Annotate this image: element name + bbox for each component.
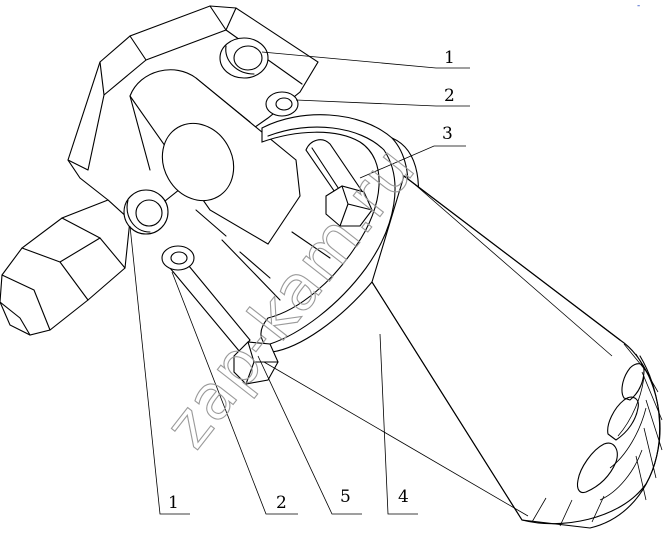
leader-lines: [129, 51, 613, 517]
callout-upper-3: 3: [442, 124, 453, 144]
filter-canister: [371, 175, 663, 529]
upper-washer-1: [219, 37, 269, 79]
upper-washer-2: [265, 91, 299, 117]
lower-washer-2: [161, 245, 195, 271]
filter-head-ring: [260, 114, 419, 353]
lower-washer-1: [123, 189, 169, 235]
upper-bolt: [305, 139, 373, 227]
callout-lower-5: 5: [340, 487, 351, 507]
callout-upper-1: 1: [444, 48, 455, 68]
callout-lower-4: 4: [398, 487, 409, 507]
callout-lower-2: 2: [276, 493, 287, 513]
callout-lower-1: 1: [168, 493, 179, 513]
corner-mark: -: [637, 1, 641, 11]
callout-upper-2: 2: [444, 86, 455, 106]
lower-bolt: [169, 259, 279, 385]
